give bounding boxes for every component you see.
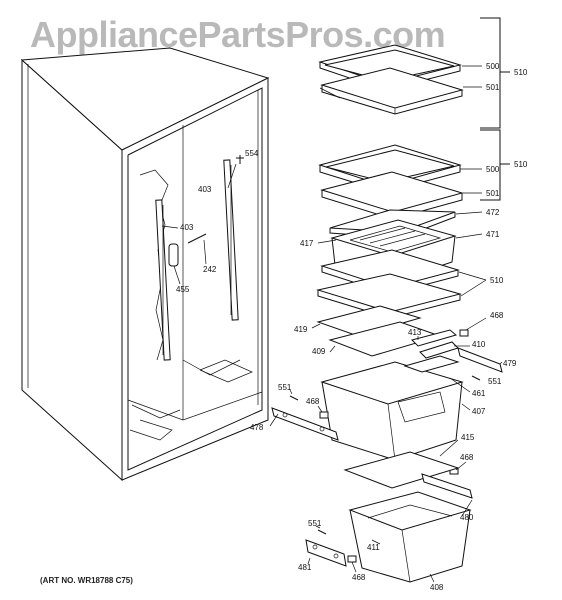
- callout-500: 500: [486, 165, 500, 174]
- callout-510: 510: [490, 276, 504, 285]
- callout-481: 481: [298, 563, 312, 572]
- callout-242: 242: [203, 265, 217, 274]
- callout-501: 501: [486, 189, 500, 198]
- drawer-408: [348, 491, 472, 583]
- drawer-slide-481: [305, 539, 347, 567]
- shelf-rail-403-left: [155, 199, 171, 361]
- callout-551: 551: [308, 519, 322, 528]
- pin-242: [187, 233, 207, 244]
- clip-468-a: [459, 329, 469, 337]
- callout-478: 478: [250, 423, 264, 432]
- crisper-drawer-407: [320, 355, 464, 461]
- part-455: [168, 243, 179, 267]
- glass-419: [316, 305, 422, 337]
- callout-468: 468: [306, 397, 320, 406]
- callout-407: 407: [472, 407, 486, 416]
- shelf-rail-403-right: [223, 159, 239, 321]
- screw-554: [236, 155, 244, 164]
- callout-411: 411: [367, 543, 380, 552]
- callout-403: 403: [180, 223, 194, 232]
- drawer-slide-479: [457, 347, 503, 373]
- callout-551: 551: [488, 377, 502, 386]
- callout-472: 472: [486, 208, 500, 217]
- callout-554: 554: [245, 149, 259, 158]
- callout-415: 415: [461, 433, 475, 442]
- clip-468-b: [319, 411, 329, 419]
- screw-551-c: [317, 529, 327, 535]
- callout-419: 419: [294, 325, 308, 334]
- callout-461: 461: [472, 389, 486, 398]
- shelf-assembly-2: [318, 144, 464, 220]
- callout-510: 510: [514, 68, 528, 77]
- watermark: AppliancePartsPros.com: [30, 14, 446, 55]
- shelf-assembly-3: [316, 249, 462, 319]
- callout-413: 413: [408, 328, 422, 337]
- meat-pan-471: [330, 219, 457, 283]
- callout-479: 479: [503, 359, 517, 368]
- drawer-slide-480: [421, 473, 473, 499]
- bracket-510-top: [480, 17, 510, 129]
- callout-480: 480: [460, 513, 474, 522]
- callout-403: 403: [198, 185, 212, 194]
- callout-410: 410: [472, 340, 486, 349]
- leader-lines: [161, 65, 503, 583]
- part-413: [411, 329, 458, 347]
- callout-417: 417: [300, 239, 314, 248]
- callout-468: 468: [460, 453, 474, 462]
- callout-455: 455: [176, 285, 190, 294]
- callout-409: 409: [312, 347, 326, 356]
- callout-468: 468: [352, 573, 366, 582]
- bracket-510-mid: [480, 129, 510, 201]
- callout-500: 500: [486, 62, 500, 71]
- art-number: (ART NO. WR18788 C75): [40, 576, 133, 585]
- clip-468-d: [347, 555, 357, 563]
- callout-551: 551: [278, 383, 292, 392]
- drawer-slide-478: [271, 407, 339, 441]
- callout-510: 510: [514, 160, 528, 169]
- callout-408: 408: [430, 583, 444, 592]
- callout-471: 471: [486, 230, 500, 239]
- callout-501: 501: [486, 83, 500, 92]
- screw-551-a: [289, 395, 299, 401]
- part-410: [419, 341, 459, 359]
- shelf-assembly-1: [318, 44, 464, 115]
- callout-468: 468: [490, 311, 504, 320]
- screw-551-b: [471, 375, 481, 381]
